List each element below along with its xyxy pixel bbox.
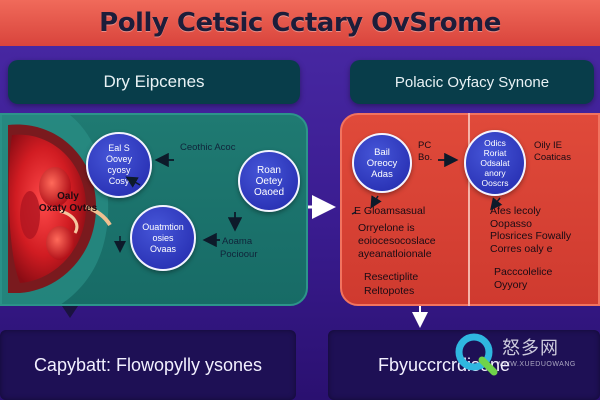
node-eal: Eal S Oovey cyosy Cosy: [86, 132, 152, 198]
node-ouatmtion-line-3: Ovaas: [149, 243, 176, 254]
watermark-text: 怒多网: [502, 338, 559, 359]
node-odics: Odics Roriat Odsalat anory Ooscrs: [464, 130, 526, 196]
label-orryelone: Orryelone is eoiocesocoslace ayeanatloio…: [358, 222, 436, 261]
label-oily: Oily IE Coaticas: [534, 140, 571, 164]
node-bail-line-3: Adas: [371, 168, 393, 180]
label-pc: PC Bo.: [418, 140, 432, 164]
label-resectiplite-line-1: Resectiplite: [364, 271, 419, 283]
label-afes: Afes lecoly Oopasso Plosrices Fowally Co…: [490, 205, 571, 255]
left-header-label: Dry Eipcenes: [103, 72, 205, 91]
organ-label-line-1: Oaly: [57, 191, 79, 202]
label-orryelone-line-3: ayeanatloionale: [358, 248, 432, 260]
kidney-illustration: Oaly Oxaty Ovtes: [0, 115, 120, 305]
label-afes-line-1: Afes lecoly: [490, 205, 541, 217]
watermark-logo-icon: [455, 333, 498, 376]
node-odics-line-3: Odsalat: [480, 158, 510, 168]
label-pacccolelice-line-2: Oyyory: [494, 279, 528, 291]
bottom-left-label: Capybatt: Flowopylly ysones: [33, 354, 263, 375]
node-ouatmtion-line-1: Ouatmtion: [142, 221, 184, 232]
label-orryelone-line-1: Orryelone is: [358, 222, 415, 234]
right-panel-divider: [468, 113, 470, 306]
label-afes-line-2: Oopasso: [490, 217, 533, 230]
node-odics-line-1: Odics: [484, 138, 506, 148]
label-orryelone-line-2: eoiocesocoslace: [358, 235, 436, 247]
title-banner: Polly Cetsic Cctary OvSrome: [0, 0, 600, 46]
kidney-icon: [0, 115, 112, 305]
node-roan-line-2: Oetey: [255, 175, 283, 187]
label-resectiplite-line-2: Reltopotes: [364, 285, 415, 297]
node-odics-line-5: Ooscrs: [481, 178, 509, 188]
arrow-down-left: [62, 306, 78, 318]
label-gloamsasual: E Gloamsasual: [354, 205, 426, 217]
bottom-left-box: Capybatt: Flowopylly ysones: [0, 330, 296, 400]
label-pc-line-1: PC: [418, 140, 432, 151]
node-eal-line-3: cyosy: [107, 165, 131, 175]
left-header-box: Dry Eipcenes: [8, 60, 300, 104]
node-eal-line-1: Eal S: [108, 143, 130, 153]
label-pacccolelice: Pacccolelice Oyyory: [494, 266, 552, 292]
right-header-label: Polacic Oyfacy Synone: [394, 73, 550, 91]
node-eal-line-2: Oovey: [105, 154, 132, 164]
label-aoama: Aoama: [222, 236, 253, 247]
label-ceothic: Ceothic Acoc: [180, 142, 236, 153]
node-bail: Bail Oreocy Adas: [352, 133, 412, 193]
label-resectiplite: Resectiplite Reltopotes: [364, 270, 418, 298]
node-bail-line-1: Bail: [374, 146, 390, 158]
node-roan-line-3: Oaoed: [253, 186, 285, 198]
label-pocioour: Pocioour: [220, 249, 258, 260]
node-ouatmtion-line-2: osies: [152, 232, 174, 243]
watermark-subtext: WWW.XUEDUOWANG: [496, 361, 576, 368]
node-bail-line-2: Oreocy: [366, 157, 398, 169]
right-header-box: Polacic Oyfacy Synone: [350, 60, 594, 104]
page-title: Polly Cetsic Cctary OvSrome: [99, 8, 501, 38]
label-afes-line-3: Plosrices Fowally: [490, 230, 572, 242]
node-roan: Roan Oetey Oaoed: [238, 150, 300, 212]
label-oily-line-2: Coaticas: [534, 152, 571, 163]
label-pc-line-2: Bo.: [418, 152, 433, 163]
node-odics-line-4: anory: [484, 168, 506, 178]
label-pacccolelice-line-1: Pacccolelice: [494, 266, 553, 278]
label-oily-line-1: Oily IE: [534, 140, 562, 151]
label-afes-line-4: Corres oaly e: [490, 242, 553, 255]
node-roan-line-1: Roan: [257, 164, 281, 176]
organ-label-line-2: Oxaty Ovtes: [38, 203, 98, 214]
node-eal-line-4: Cosy: [108, 176, 130, 186]
organ-label: Oaly Oxaty Ovtes: [28, 191, 108, 215]
node-ouatmtion: Ouatmtion osies Ovaas: [130, 205, 196, 271]
node-odics-line-2: Roriat: [483, 148, 507, 158]
